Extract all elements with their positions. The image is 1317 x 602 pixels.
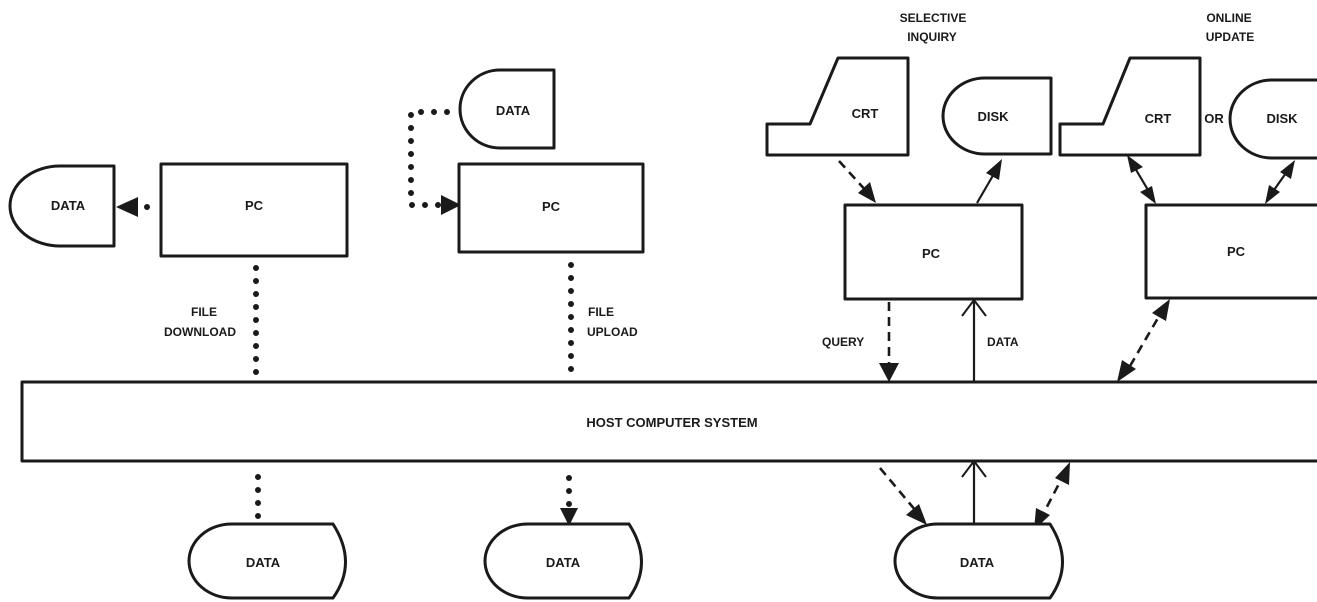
- host-to-shared-data-dashed-line: [879, 467, 917, 512]
- disk-update-label: DISK: [1266, 111, 1298, 126]
- data-return-arrowhead: [961, 298, 987, 317]
- pc-update-label: PC: [1227, 244, 1246, 259]
- pc-update-box: [1144, 203, 1317, 300]
- arrowhead-into-bottom-data-2: [560, 508, 578, 526]
- data-storage-top: [458, 68, 556, 150]
- online-update-title-line2: UPDATE: [1206, 30, 1254, 44]
- crt-to-pc-dashed-arrow: [838, 160, 869, 194]
- file-upload-label-line1: FILE: [588, 305, 614, 319]
- data-storage-bottom-1-label: DATA: [246, 555, 281, 570]
- file-download-label-line1: FILE: [191, 305, 217, 319]
- host-computer-box: [20, 380, 1317, 463]
- data-storage-bottom-1: [187, 522, 347, 600]
- selective-inquiry-title-line2: INQUIRY: [907, 30, 957, 44]
- file-download-label-line2: DOWNLOAD: [164, 325, 236, 339]
- pc-disk-update-line: [1273, 172, 1287, 191]
- pc-inquiry-box: [843, 203, 1024, 301]
- crt-update-label: CRT: [1145, 111, 1172, 126]
- pc-upload-label: PC: [542, 199, 561, 214]
- update-host-arrowhead-up: [1152, 299, 1170, 321]
- host-to-shared-data-arrowhead: [906, 504, 927, 525]
- crt-terminal-update: [1058, 56, 1202, 157]
- arrowhead-into-left-data: [116, 197, 138, 217]
- data-return-label: DATA: [987, 335, 1019, 349]
- query-label: QUERY: [822, 335, 864, 349]
- pc-download-label: PC: [245, 198, 264, 213]
- upload-local-dotted-line: [408, 109, 450, 208]
- disk-inquiry-label: DISK: [977, 109, 1009, 124]
- pc-to-disk-line: [976, 171, 996, 204]
- disk-storage-update: [1228, 78, 1317, 160]
- pc-to-disk-arrowhead: [986, 159, 1002, 180]
- file-upload-label-line2: UPLOAD: [587, 325, 638, 339]
- pc-download-box: [159, 162, 349, 258]
- query-arrowhead: [879, 363, 899, 382]
- crt-pc-update-arrowhead-up: [1127, 155, 1143, 173]
- shared-data-label: DATA: [960, 555, 995, 570]
- data-storage-left: [8, 164, 116, 248]
- pc-disk-update-arrowhead-up: [1280, 160, 1295, 179]
- shared-data-update-arrowhead-up: [1055, 462, 1070, 485]
- crt-pc-update-arrowhead-down: [1140, 186, 1156, 204]
- pc-disk-update-arrowhead-down: [1265, 185, 1280, 204]
- host-computer-label: HOST COMPUTER SYSTEM: [586, 415, 757, 430]
- update-host-dashed-line: [1128, 317, 1160, 367]
- shared-data-storage: [893, 522, 1064, 600]
- update-host-arrowhead-down: [1117, 360, 1136, 382]
- shared-data-up-arrowhead: [961, 459, 987, 478]
- crt-pc-update-line: [1134, 167, 1149, 191]
- crt-to-pc-arrowhead: [858, 182, 876, 203]
- data-storage-top-label: DATA: [496, 103, 531, 118]
- pc-upload-box: [457, 162, 645, 254]
- arrowhead-into-pc-upload: [441, 195, 461, 215]
- pc-inquiry-label: PC: [922, 246, 941, 261]
- data-storage-bottom-2: [483, 522, 643, 600]
- selective-inquiry-title-line1: SELECTIVE: [900, 11, 967, 25]
- crt-terminal-inquiry: [765, 56, 910, 157]
- disk-storage-inquiry: [941, 76, 1053, 156]
- data-storage-bottom-2-label: DATA: [546, 555, 581, 570]
- online-update-title-line1: ONLINE: [1206, 11, 1251, 25]
- or-label: OR: [1204, 111, 1224, 126]
- crt-inquiry-label: CRT: [852, 106, 879, 121]
- data-storage-left-label: DATA: [51, 198, 86, 213]
